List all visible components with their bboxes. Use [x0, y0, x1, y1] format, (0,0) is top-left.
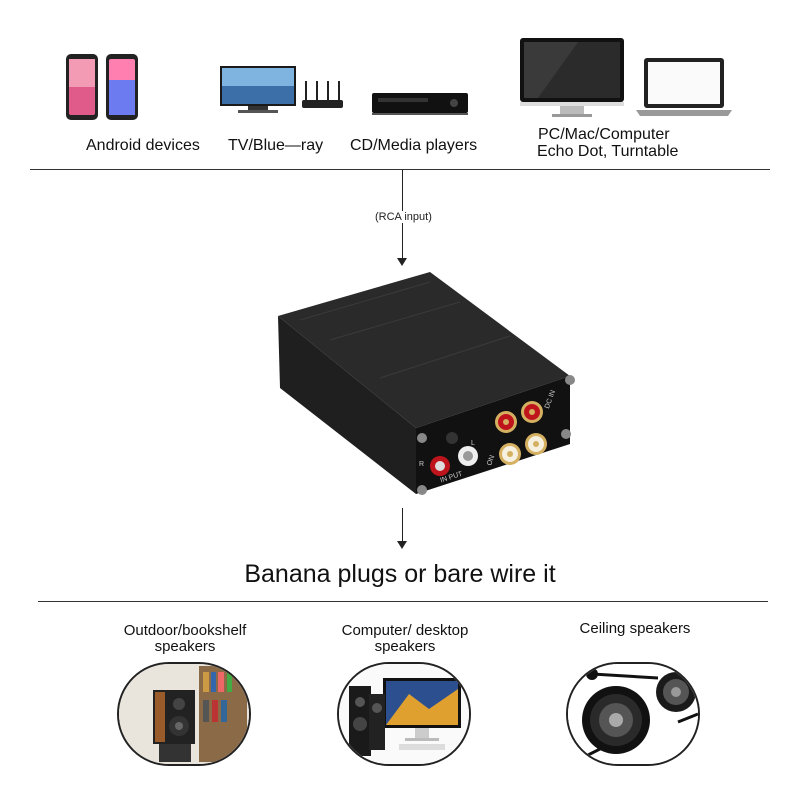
desktop-speakers-image	[337, 662, 471, 766]
bottom-divider	[38, 601, 768, 602]
output-label-bookshelf-line2: speakers	[154, 638, 216, 655]
laptop-image	[636, 58, 732, 116]
cd-player-image	[372, 93, 468, 115]
source-label-tv: TV/Blue—ray	[228, 137, 324, 154]
imac-image	[520, 38, 624, 117]
input-arrow-head	[397, 258, 407, 266]
output-label-desktop-line2: speakers	[374, 638, 436, 655]
output-arrow-head	[397, 541, 407, 549]
source-label-cd: CD/Media players	[350, 137, 478, 154]
output-arrow-shaft	[402, 508, 403, 542]
ceiling-speakers-image	[566, 662, 700, 766]
source-label-pc-line2: Echo Dot, Turntable	[537, 143, 679, 160]
android-phones-image	[66, 54, 138, 120]
amp-jack-l-label: L	[471, 440, 475, 447]
tv-image	[220, 66, 296, 113]
input-note: (RCA input)	[373, 211, 434, 223]
amplifier-image	[278, 272, 575, 495]
output-title: Banana plugs or bare wire it	[244, 560, 556, 588]
amp-jack-r-label: R	[419, 461, 425, 468]
output-label-desktop-line1: Computer/ desktop	[341, 622, 469, 639]
source-label-android: Android devices	[86, 137, 200, 154]
router-image	[302, 81, 343, 108]
top-divider	[30, 169, 770, 170]
output-label-bookshelf-line1: Outdoor/bookshelf	[123, 622, 247, 639]
output-label-ceiling: Ceiling speakers	[579, 620, 691, 637]
bookshelf-speakers-image	[117, 662, 251, 766]
source-label-pc-line1: PC/Mac/Computer	[538, 126, 670, 143]
